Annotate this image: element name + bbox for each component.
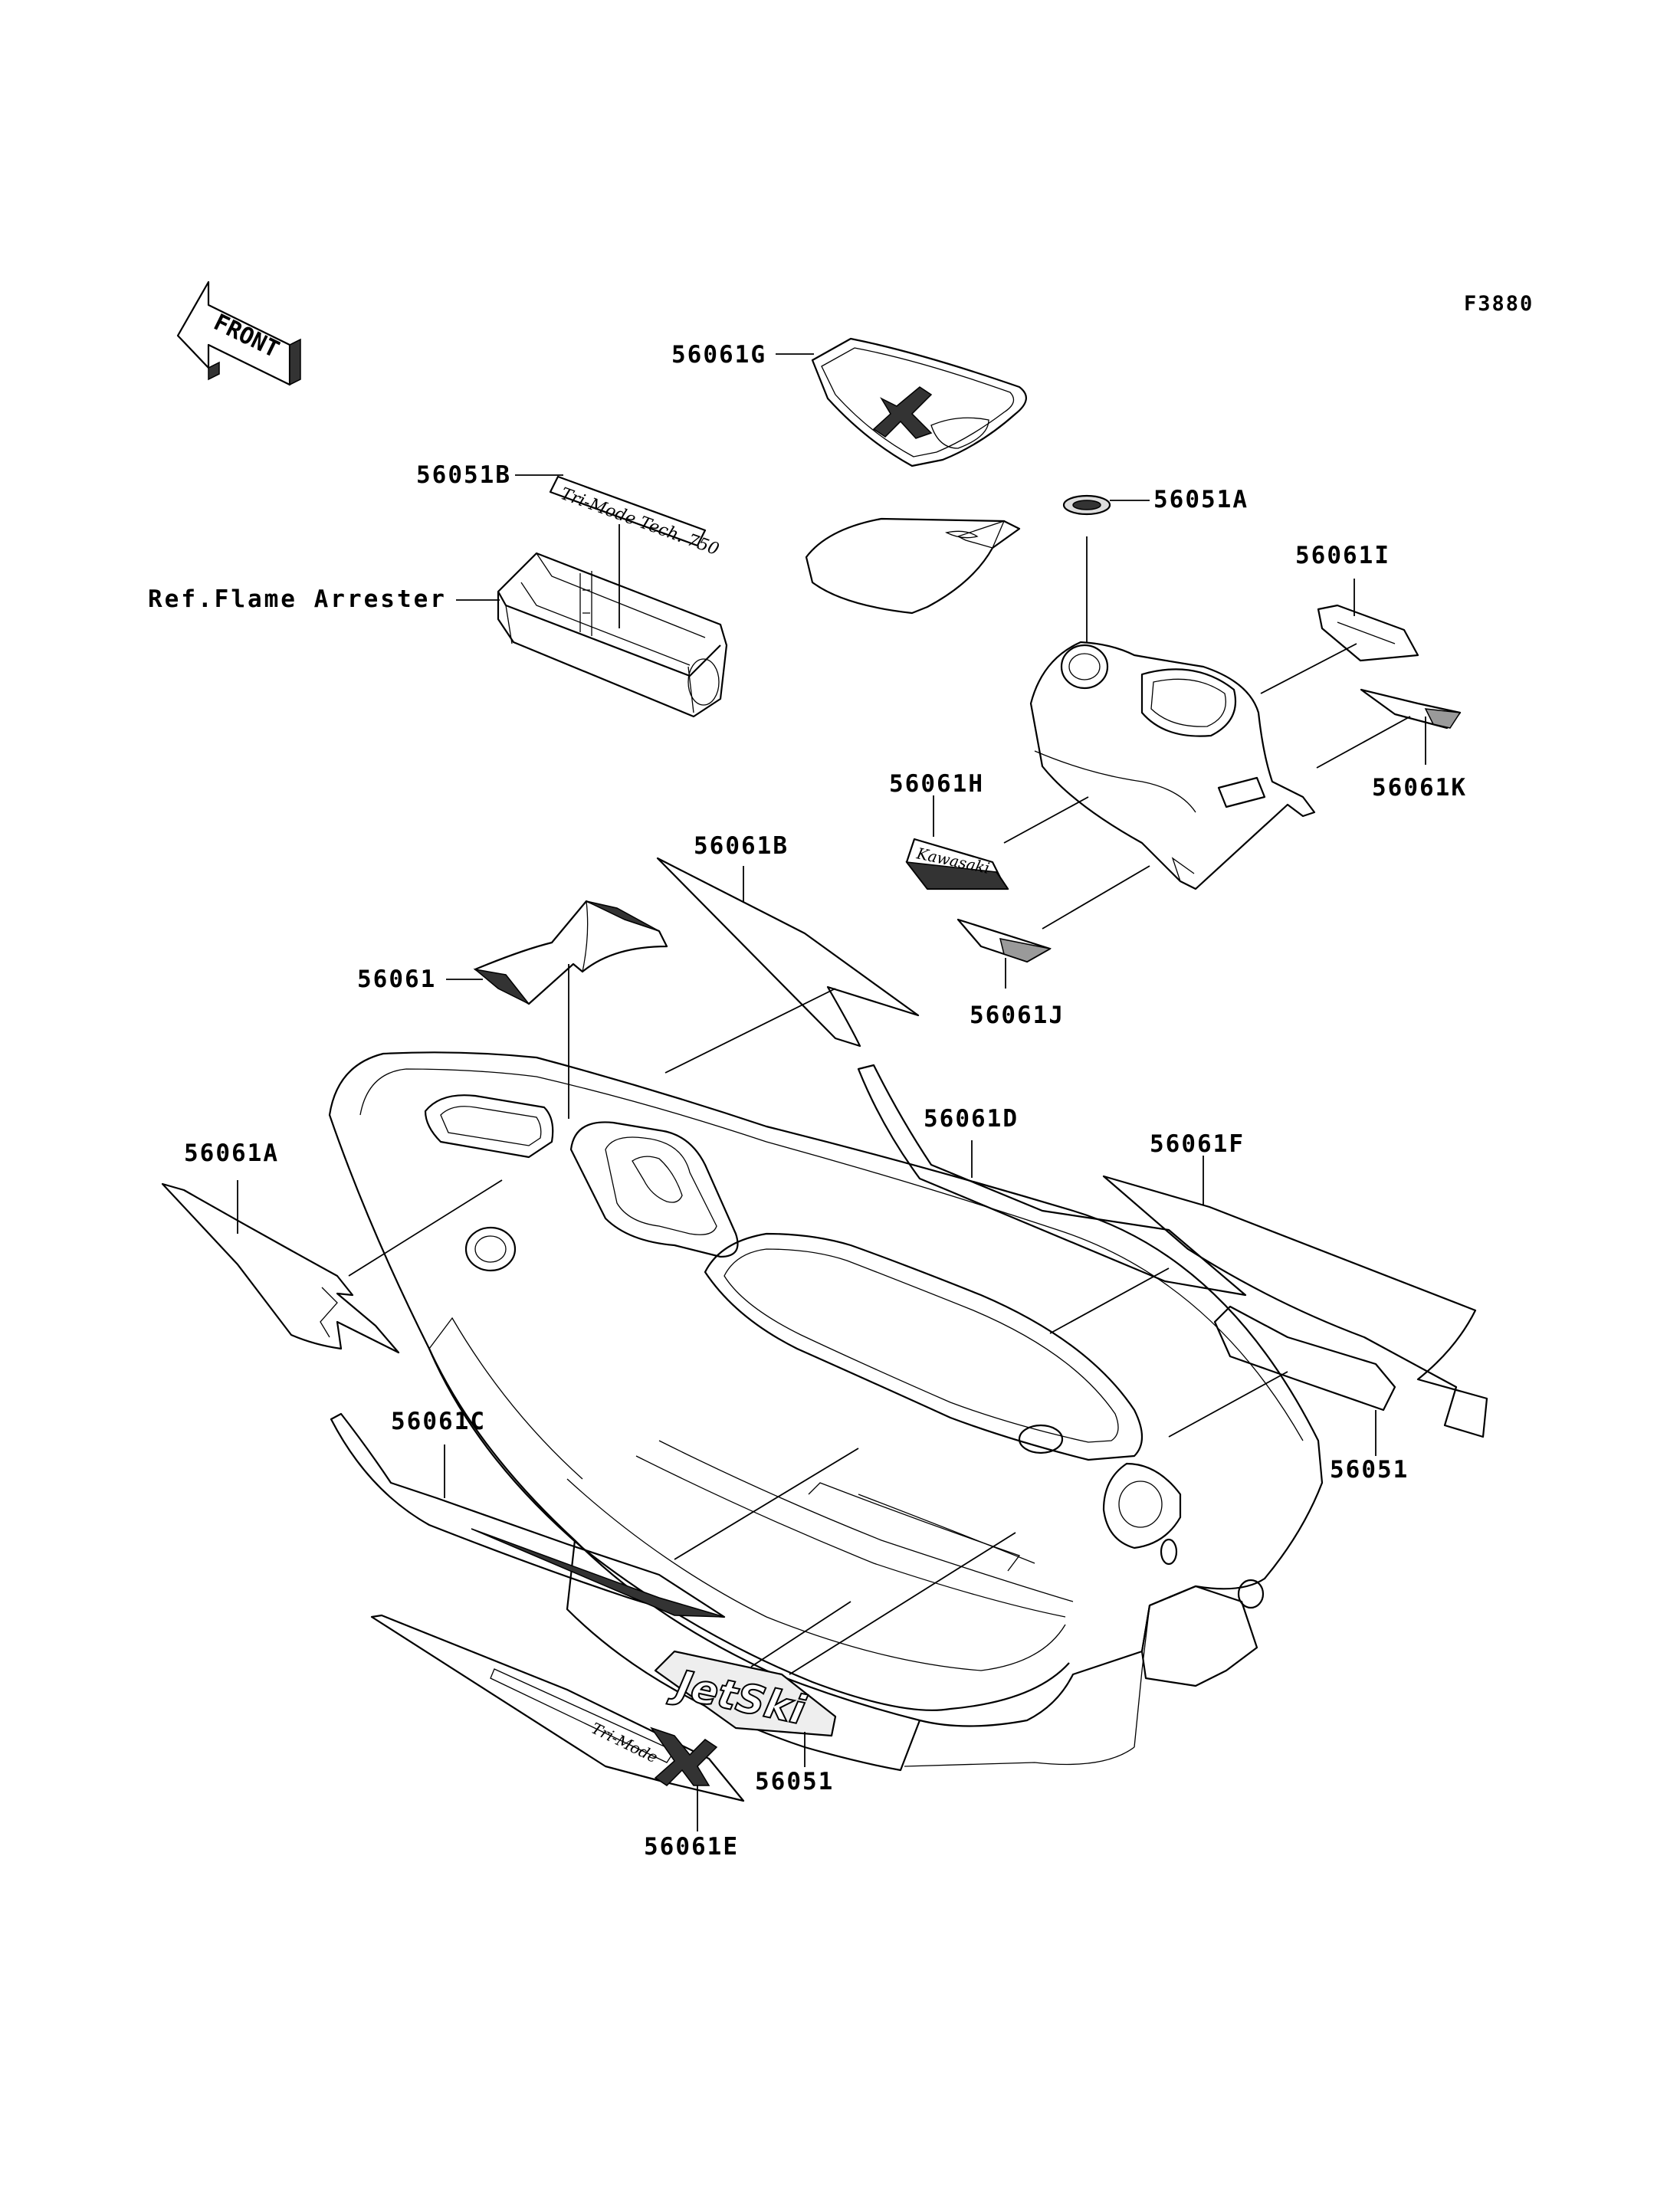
label-56061C: 56061C bbox=[391, 1408, 486, 1435]
badge-56051A bbox=[1062, 494, 1111, 516]
label-56061J: 56061J bbox=[970, 1002, 1065, 1029]
decal-56061H: Kawasaki bbox=[905, 838, 1009, 890]
decal-56061C bbox=[330, 1412, 726, 1618]
decal-56051-jetski: JetSki bbox=[654, 1650, 837, 1737]
label-56061I: 56061I bbox=[1295, 542, 1390, 569]
svg-text:Tri-Mode: Tri-Mode bbox=[589, 1719, 661, 1766]
decal-56061A bbox=[161, 1182, 400, 1354]
decal-56061B bbox=[656, 857, 920, 1048]
decal-56051B: Tri-Mode Tech. 750 bbox=[549, 475, 721, 559]
decal-56061 bbox=[473, 900, 668, 1005]
label-ref-flame-arrester: Ref.Flame Arrester bbox=[148, 585, 447, 613]
front-arrow-icon: FRONT bbox=[176, 280, 301, 386]
label-56061A: 56061A bbox=[184, 1139, 279, 1167]
svg-text:Tri-Mode Tech. 750: Tri-Mode Tech. 750 bbox=[558, 484, 721, 559]
label-56061H: 56061H bbox=[889, 770, 984, 798]
decal-56051-right bbox=[1213, 1305, 1396, 1412]
label-56051B: 56051B bbox=[416, 461, 511, 489]
label-56061B: 56061B bbox=[694, 832, 789, 860]
decal-56061I bbox=[1317, 604, 1419, 662]
label-56051-right: 56051 bbox=[1330, 1456, 1409, 1484]
label-56051A: 56051A bbox=[1153, 486, 1249, 513]
label-56051-bottom: 56051 bbox=[755, 1768, 835, 1795]
decal-56061J bbox=[956, 918, 1052, 963]
decal-56061F bbox=[1102, 1175, 1488, 1438]
label-56061G: 56061G bbox=[671, 341, 766, 369]
handlebar-cover bbox=[1029, 641, 1316, 890]
decal-56061K bbox=[1360, 688, 1462, 730]
decal-56061D bbox=[857, 1064, 1247, 1297]
seat-decal-56061G bbox=[811, 337, 1027, 467]
flame-arrester bbox=[497, 552, 728, 718]
label-56061E: 56061E bbox=[644, 1833, 739, 1861]
seat-cushion bbox=[805, 517, 1021, 615]
label-56061F: 56061F bbox=[1150, 1130, 1245, 1158]
label-56061K: 56061K bbox=[1372, 774, 1467, 802]
figure-code: F3880 bbox=[1464, 292, 1534, 316]
label-56061D: 56061D bbox=[924, 1105, 1019, 1133]
hull-body bbox=[328, 1051, 1324, 1772]
label-56061: 56061 bbox=[357, 966, 437, 993]
